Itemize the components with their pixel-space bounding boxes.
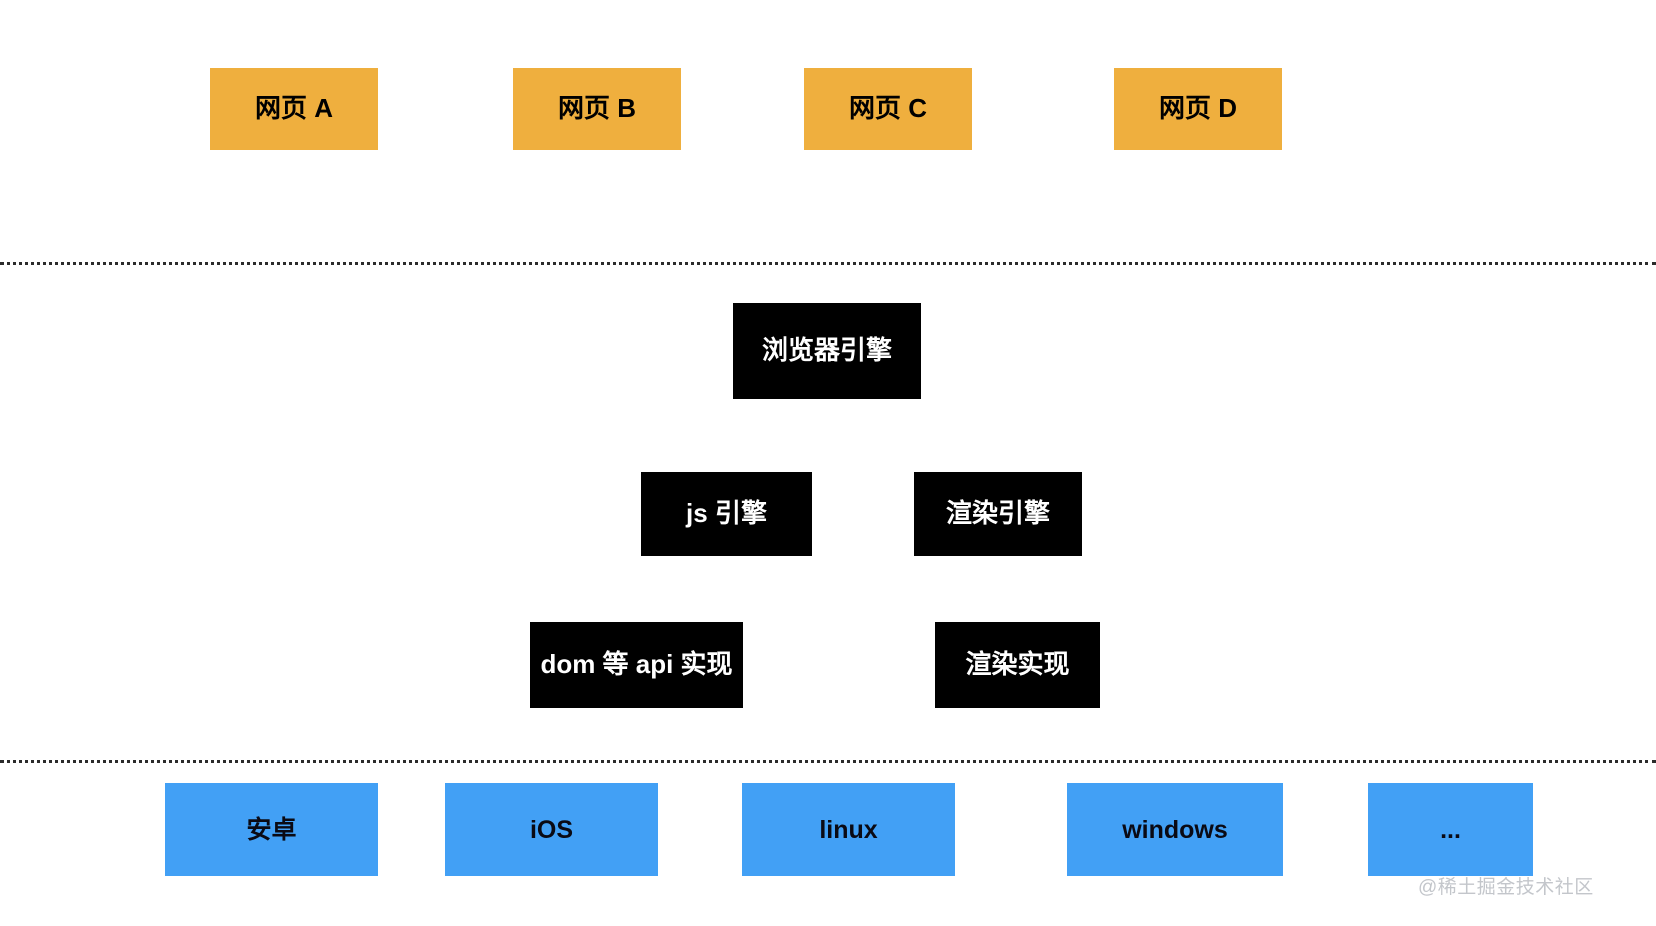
node-os-0: 安卓 [165, 783, 378, 876]
node-os-1: iOS [445, 783, 658, 876]
node-os-2: linux [742, 783, 955, 876]
node-engine-3: dom 等 api 实现 [530, 622, 743, 708]
node-pages-3: 网页 D [1114, 68, 1282, 150]
node-os-3: windows [1067, 783, 1283, 876]
node-engine-0: 浏览器引擎 [733, 303, 921, 399]
engine-os-divider [0, 760, 1656, 763]
node-engine-4: 渲染实现 [935, 622, 1100, 708]
node-os-4: ... [1368, 783, 1533, 876]
node-engine-2: 渲染引擎 [914, 472, 1082, 556]
node-pages-2: 网页 C [804, 68, 972, 150]
node-pages-0: 网页 A [210, 68, 378, 150]
watermark: @稀土掘金技术社区 [1418, 877, 1594, 898]
pages-engine-divider [0, 262, 1656, 265]
node-pages-1: 网页 B [513, 68, 681, 150]
node-engine-1: js 引擎 [641, 472, 812, 556]
